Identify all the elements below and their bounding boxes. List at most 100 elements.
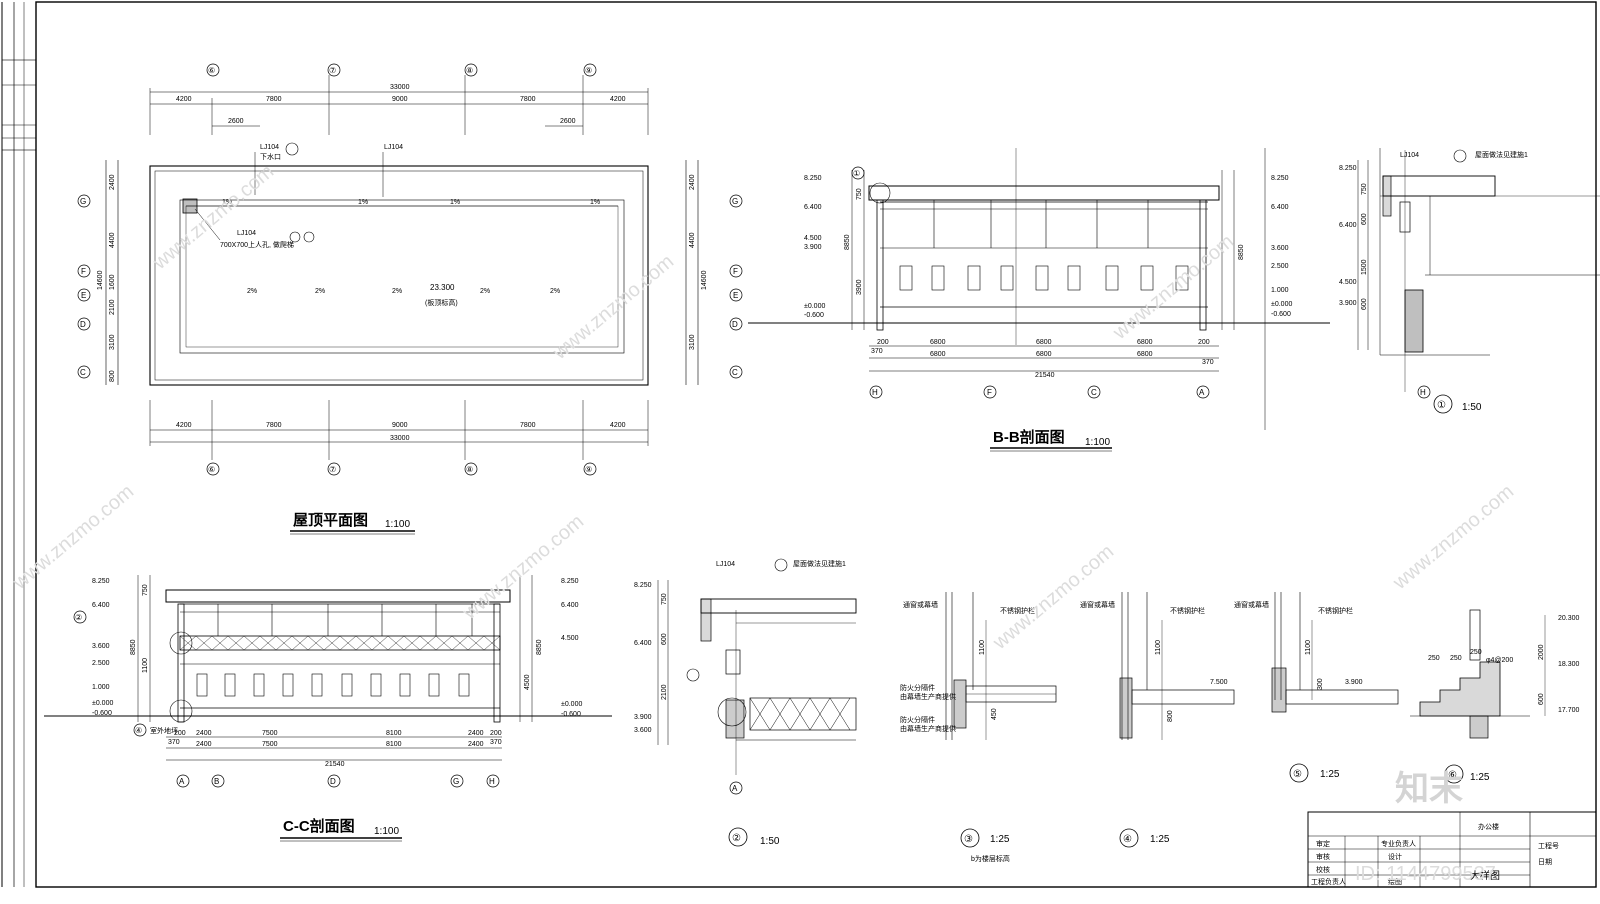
axis-label-bottom: ⑨ <box>585 465 592 474</box>
roof-elevation: 23.300 <box>430 283 455 292</box>
cc-level: 8.250 <box>92 578 110 585</box>
cc-roof-slab <box>165 589 511 603</box>
d4-note: 不锈钢护栏 <box>1170 606 1205 615</box>
bb-end-dim: 200 <box>877 339 889 346</box>
bb-dim: 750 <box>856 188 863 200</box>
bb-axis: H <box>872 388 878 397</box>
roof-note: LJ104 <box>237 230 256 237</box>
cc-level: 3.600 <box>92 643 110 650</box>
axis-label-bottom: ⑦ <box>329 465 336 474</box>
axis-label-bottom: ⑥ <box>208 465 215 474</box>
roof-plan-scale: 1:100 <box>385 519 410 530</box>
bb-level: 3.900 <box>804 244 822 251</box>
d5-level: 3.900 <box>1345 679 1363 686</box>
d1-scale: 1:50 <box>1462 402 1482 413</box>
roof-outline <box>149 165 649 386</box>
d6-level: 20.300 <box>1558 615 1580 622</box>
roof-overall-dim: 33000 <box>390 435 410 442</box>
d2-level: 6.400 <box>634 640 652 647</box>
bb-end-dim: 200 <box>1198 339 1210 346</box>
roof-sub-dim: 2600 <box>228 118 244 125</box>
cc-level: 1.000 <box>92 684 110 691</box>
bb-level: 3.600 <box>1271 245 1289 252</box>
roof-slope: 2% <box>247 288 257 295</box>
cc-axis: G <box>453 777 459 786</box>
d3-note: 由幕墙生产商提供 <box>900 724 956 733</box>
tb-row: 审定 <box>1316 839 1330 848</box>
d2-note: 屋面做法见建施1 <box>793 559 846 568</box>
row-dim: 800 <box>109 370 116 382</box>
cc-level: ±0.000 <box>92 700 113 707</box>
cc-section-title: C-C剖面图 <box>283 817 355 835</box>
roof-slope: 1% <box>358 199 368 206</box>
bb-level: -0.600 <box>804 312 824 319</box>
d5-note: 通窗或幕墙 <box>1234 600 1269 609</box>
cc-level: -0.600 <box>92 710 112 717</box>
roof-slope: 1% <box>450 199 460 206</box>
d2-scale: 1:50 <box>760 836 780 847</box>
cc-bay-dim: 7500 <box>262 730 278 737</box>
d2-axis: A <box>732 784 738 793</box>
d1-level: 4.500 <box>1339 279 1357 286</box>
row-axis-label: F <box>81 267 86 276</box>
d2-ref: LJ104 <box>716 561 735 568</box>
roof-slope: 2% <box>392 288 402 295</box>
axis-label-bottom: ⑧ <box>466 465 473 474</box>
cc-dim: 4500 <box>524 674 531 690</box>
d6-label: ⑥ <box>1448 770 1457 781</box>
bb-overall: 21540 <box>1035 372 1055 379</box>
bb-bay-dim: 6800 <box>1036 339 1052 346</box>
row-axis-label: F <box>733 267 738 276</box>
cc-level: 6.400 <box>92 602 110 609</box>
d3-note: 防火分隔件 <box>900 683 935 692</box>
row-total-dim: 14600 <box>97 270 104 290</box>
d6-note: φ4@200 <box>1486 657 1513 664</box>
d4-note: 通窗或幕墙 <box>1080 600 1115 609</box>
cc-overall: 21540 <box>325 761 345 768</box>
bb-axis: C <box>1091 388 1097 397</box>
d2-dim: 600 <box>661 633 668 645</box>
d1-note: 屋面做法见建施1 <box>1475 150 1528 159</box>
bb-level: 8.250 <box>1271 175 1289 182</box>
cc-level: 2.500 <box>92 660 110 667</box>
cc-level: -0.600 <box>561 711 581 718</box>
bb-bay-dim: 6800 <box>930 351 946 358</box>
d2-dim: 2100 <box>661 684 668 700</box>
d3-dim: 450 <box>991 708 998 720</box>
d1-dim: 1500 <box>1361 259 1368 275</box>
cc-dim: 1100 <box>142 658 149 673</box>
cc-axis: H <box>489 777 495 786</box>
bb-bay-dim: 6800 <box>1036 351 1052 358</box>
roof-hatch-icon <box>182 198 198 214</box>
tb-row: 审核 <box>1316 852 1330 861</box>
axis-label-top: ⑨ <box>585 66 592 75</box>
bb-dim: 8850 <box>1238 244 1245 260</box>
detail-2: 8.250 6.400 3.900 3.600 750 600 2100 LJ1… <box>634 558 857 847</box>
bb-level: 6.400 <box>804 204 822 211</box>
detail-6: 20.300 18.300 17.700 φ4@200 250 250 250 … <box>1410 609 1580 784</box>
row-axis-label: G <box>732 197 738 206</box>
cc-axis: A <box>179 777 185 786</box>
bb-section-title: B-B剖面图 <box>993 428 1065 446</box>
tb-drawing: 大样图 <box>1470 869 1500 882</box>
detail-3: 通窗或幕墙 不锈钢护栏 防火分隔件 由幕墙生产商提供 防火分隔件 由幕墙生产商提… <box>900 592 1057 863</box>
d6-scale: 1:25 <box>1470 772 1490 783</box>
detail-1: 8.250 6.400 4.500 3.900 750 600 1500 600… <box>1264 148 1600 430</box>
tb-row: 专业负责人 <box>1381 839 1416 848</box>
cc-callout: ④ <box>135 726 142 735</box>
row-dim: 2400 <box>109 174 116 190</box>
bb-roof-slab <box>868 185 1220 201</box>
d1-ref: LJ104 <box>1400 152 1419 159</box>
d6-dim: 250 <box>1450 655 1462 662</box>
cc-bay-dim: 2400 <box>468 730 484 737</box>
row-dim: 3100 <box>109 334 116 350</box>
bb-end-dim: 370 <box>1202 359 1214 366</box>
roof-slope: 2% <box>550 288 560 295</box>
tb-field: 工程号 <box>1538 841 1559 850</box>
d1-level: 6.400 <box>1339 222 1357 229</box>
roof-slope: 1% <box>590 199 600 206</box>
row-total-dim: 14600 <box>701 270 708 290</box>
cc-section: ② ④ 室外地坪 8.250 6.400 3.600 2.500 1.000 ±… <box>44 575 612 842</box>
row-axis-label: D <box>732 320 738 329</box>
